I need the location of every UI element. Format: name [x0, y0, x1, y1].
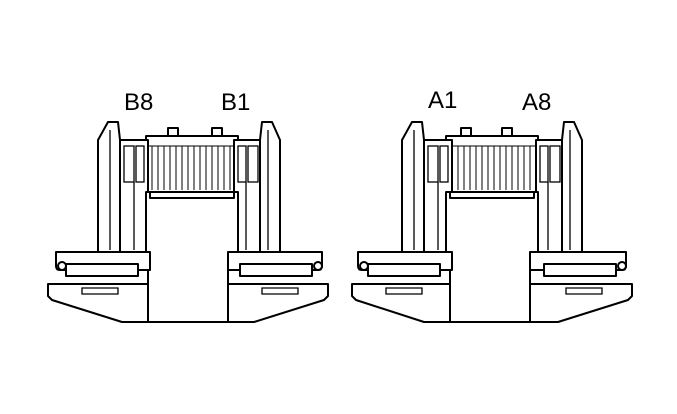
- right-foot: [227, 283, 329, 323]
- right-foot: [529, 283, 633, 323]
- pin-label-b1: B1: [221, 89, 250, 116]
- center-body: [145, 191, 239, 323]
- right-latch: [559, 121, 583, 253]
- pin-label-a8: A8: [522, 89, 551, 116]
- pin-label-b8: B8: [124, 89, 153, 116]
- pin-label-a1: A1: [428, 87, 457, 114]
- center-body: [445, 191, 539, 323]
- terminal-ribs: [146, 145, 238, 190]
- connector-b: B8 B1: [47, 89, 329, 323]
- terminal-block: [145, 135, 239, 193]
- connector-a: A1 A8: [351, 87, 633, 323]
- terminal-ribs: [446, 145, 538, 190]
- left-foot: [351, 283, 451, 323]
- right-latch: [257, 121, 281, 253]
- left-foot: [47, 283, 149, 323]
